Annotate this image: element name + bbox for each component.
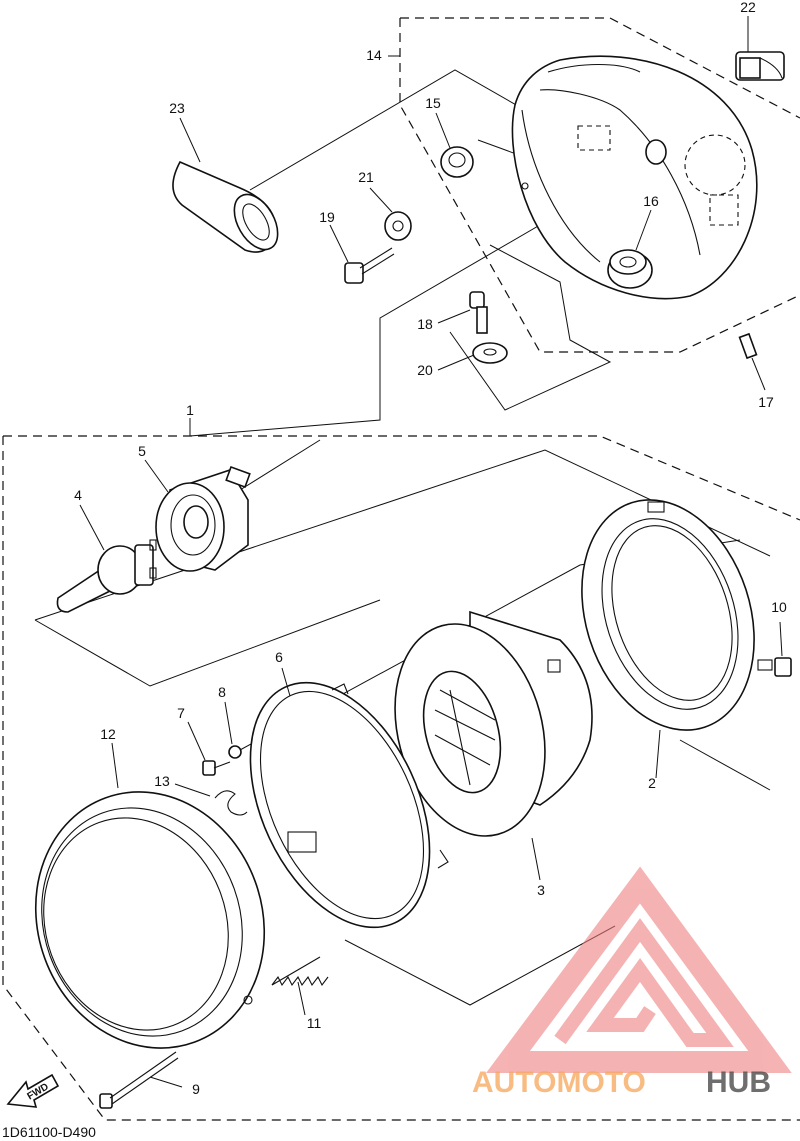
watermark-text-part1: AUTOMOTO — [472, 1066, 646, 1099]
callout-2: 2 — [648, 775, 656, 791]
callout-13: 13 — [154, 773, 170, 789]
part-11-spring — [271, 956, 329, 987]
callout-3: 3 — [537, 882, 545, 898]
part-14-headlight-body — [511, 55, 758, 300]
callout-21: 21 — [358, 169, 374, 185]
part-13-clip — [214, 790, 248, 816]
part-2-rim — [581, 499, 773, 731]
callout-6: 6 — [275, 649, 283, 665]
part-17-screw — [738, 332, 758, 360]
callout-12: 12 — [100, 726, 116, 742]
part-15-damper — [440, 146, 474, 178]
fwd-label: FWD — [25, 1082, 50, 1103]
callout-leaders — [79, 16, 783, 1088]
part-21-collar — [384, 211, 412, 241]
watermark-mountain-icon — [554, 918, 734, 1047]
part-4-bulb — [56, 539, 157, 613]
assembly-outlines — [2, 17, 800, 1121]
part-12-outer-rim — [34, 791, 266, 1049]
part-3-lens-unit — [394, 610, 593, 837]
callout-14: 14 — [366, 47, 382, 63]
part-23-cover — [172, 160, 279, 253]
watermark-triangle-icon — [486, 866, 792, 1073]
part-16-grommet — [607, 249, 653, 289]
part-18-screw — [469, 291, 488, 334]
callout-labels: 22 14 15 16 21 23 19 18 20 17 1 5 4 10 2… — [74, 0, 787, 1097]
callout-17: 17 — [758, 394, 774, 410]
callout-1: 1 — [186, 402, 194, 418]
part-10-nut — [774, 657, 792, 677]
watermark-text: AUTOMOTO HUB — [472, 1066, 771, 1099]
watermark-text-part2: HUB — [706, 1066, 771, 1099]
part-8-washer — [228, 745, 242, 759]
callout-8: 8 — [218, 684, 226, 700]
callout-7: 7 — [177, 705, 185, 721]
part-19-bolt — [344, 247, 395, 284]
callout-15: 15 — [425, 95, 441, 111]
part-5-socket — [155, 465, 251, 572]
callout-16: 16 — [643, 193, 659, 209]
callout-19: 19 — [319, 209, 335, 225]
callout-4: 4 — [74, 487, 82, 503]
part-9-screw — [99, 1051, 179, 1109]
callout-9: 9 — [192, 1081, 200, 1097]
part-22-bracket — [735, 51, 785, 81]
fwd-arrow-icon: FWD — [6, 1073, 60, 1108]
callout-5: 5 — [138, 443, 146, 459]
callout-11: 11 — [307, 1015, 322, 1031]
part-6-mounting-ring — [249, 681, 449, 929]
callout-23: 23 — [169, 100, 185, 116]
part-20-washer — [472, 342, 508, 364]
callout-20: 20 — [417, 362, 433, 378]
watermark-logo — [486, 866, 792, 1073]
callout-18: 18 — [417, 316, 433, 332]
callout-22: 22 — [740, 0, 756, 15]
part-7-screw — [202, 760, 231, 776]
callout-10: 10 — [771, 599, 787, 615]
diagram-code: 1D61100-D490 — [2, 1124, 96, 1140]
